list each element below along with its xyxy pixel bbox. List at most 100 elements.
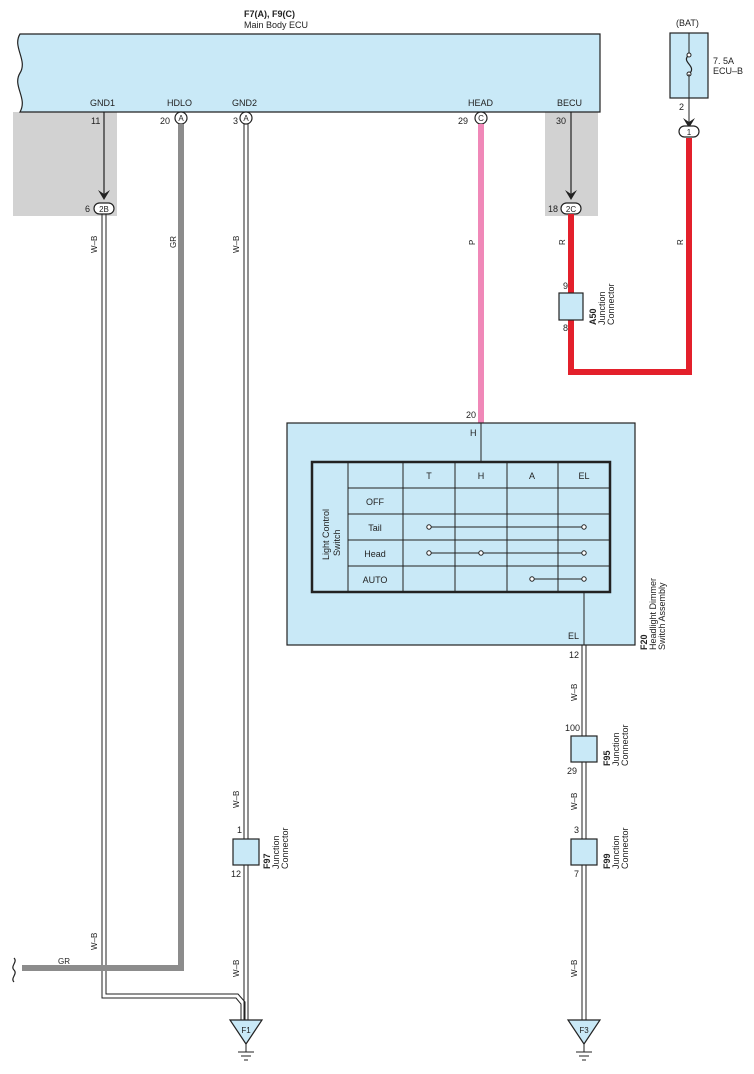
wire-color-wb-4: W–B: [90, 933, 99, 950]
f97-name2: Connector: [280, 827, 290, 869]
conn-head-code: C: [478, 114, 484, 123]
ground-f3-symbol: [566, 1019, 602, 1046]
wire-color-wb-7: W–B: [570, 793, 579, 810]
col-a: A: [529, 471, 535, 481]
a50-code: A50: [588, 308, 598, 325]
f95-name2: Connector: [620, 724, 630, 766]
col-el: EL: [578, 471, 589, 481]
arrow-bat-icon: [683, 118, 695, 128]
f99-connector: [570, 838, 598, 866]
shade-gnd1: [13, 112, 117, 216]
wire-color-wb-3: W–B: [232, 791, 241, 808]
fuse-name: ECU–B: [713, 66, 743, 76]
pin-head-label: HEAD: [468, 98, 494, 108]
ecu-name: Main Body ECU: [244, 20, 308, 30]
f97-name1: Junction: [271, 835, 281, 869]
main-body-ecu-box: [17, 33, 601, 113]
arrow-gnd1-icon: [98, 190, 110, 200]
wire-color-wb-5: W–B: [232, 960, 241, 977]
f20-pin-top: 20: [466, 410, 476, 420]
pin-becu-label: BECU: [557, 98, 582, 108]
conn-2c-pin: 18: [548, 204, 558, 214]
conn-gnd2-circle: [239, 111, 253, 125]
f95-pin-bottom: 29: [567, 766, 577, 776]
wire-color-wb-1: W–B: [90, 236, 99, 253]
bat-conn-code: 1: [687, 128, 692, 137]
pin-becu-number: 30: [556, 116, 566, 126]
f20-pin-top-label: H: [470, 428, 477, 438]
wire-gr: [22, 124, 184, 971]
row-tail: Tail: [368, 523, 382, 533]
ground-f3-label: F3: [579, 1026, 589, 1035]
wire-color-wb-6: W–B: [570, 684, 579, 701]
f20-pin-bottom: 12: [569, 650, 579, 660]
wire-color-wb-2: W–B: [232, 236, 241, 253]
ground-f1-symbol: [228, 1019, 264, 1046]
pin-gnd2-number: 3: [233, 116, 238, 126]
switch-title-2: Switch: [332, 529, 342, 556]
pin-gnd2-label: GND2: [232, 98, 257, 108]
f20-name2: Switch Assembly: [657, 582, 667, 650]
f95-name1: Junction: [611, 732, 621, 766]
pin-hdlo-number: 20: [160, 116, 170, 126]
wire-wb-left-b: [105, 214, 246, 1020]
f99-name1: Junction: [611, 835, 621, 869]
wire-color-wb-8: W–B: [570, 960, 579, 977]
fuse-rating: 7. 5A: [713, 56, 734, 66]
wire-wb-left-a: [101, 214, 242, 1020]
pin-gnd1-number: 11: [91, 116, 100, 126]
a50-pin-bottom: 8: [563, 323, 568, 333]
wire-color-p: P: [468, 240, 477, 245]
dot-auto-el: [581, 576, 587, 582]
row-auto: AUTO: [363, 575, 388, 585]
f95-connector: [570, 735, 598, 763]
wire-red-loop: [568, 138, 692, 375]
pin-gnd1-label: GND1: [90, 98, 115, 108]
fuse-dot-top: [686, 52, 692, 58]
f95-code: F95: [602, 750, 612, 766]
pin-hdlo-label: HDLO: [167, 98, 192, 108]
wire-break-icon: [12, 957, 16, 983]
wire-color-gr-2: GR: [58, 957, 70, 966]
a50-connector: [558, 292, 584, 321]
f99-code: F99: [602, 853, 612, 869]
a50-name2: Connector: [606, 283, 616, 325]
row-head: Head: [364, 549, 386, 559]
dot-auto-a: [529, 576, 535, 582]
dot-head-t: [426, 550, 432, 556]
switch-title-1: Light Control: [321, 509, 331, 560]
conn-2c-code: 2C: [566, 205, 576, 214]
f95-pin-top: 100: [565, 723, 580, 733]
bat-label: (BAT): [676, 18, 699, 28]
bat-pin: 2: [679, 102, 684, 112]
a50-pin-top: 9: [563, 281, 568, 291]
dot-head-el: [581, 550, 587, 556]
f99-pin-bottom: 7: [574, 869, 579, 879]
conn-hdlo-code: A: [178, 114, 184, 123]
row-off: OFF: [366, 497, 384, 507]
dot-head-h: [478, 550, 484, 556]
f99-pin-top: 3: [574, 825, 579, 835]
col-t: T: [426, 471, 432, 481]
dot-tail-t: [426, 524, 432, 530]
wire-color-gr-1: GR: [169, 236, 178, 248]
bat-conn: [678, 125, 700, 138]
f20-pin-bottom-label: EL: [568, 631, 579, 641]
pin-head-number: 29: [458, 116, 468, 126]
col-h: H: [478, 471, 485, 481]
f97-connector: [232, 838, 260, 866]
dot-tail-el: [581, 524, 587, 530]
conn-2b-code: 2B: [99, 205, 109, 214]
conn-gnd2-code: A: [243, 114, 249, 123]
f97-pin-bottom: 12: [231, 869, 241, 879]
f20-name1: Headlight Dimmer: [648, 578, 658, 650]
f97-code: F97: [262, 853, 272, 869]
f99-name2: Connector: [620, 827, 630, 869]
conn-2b: [93, 202, 115, 215]
wire-color-r-2: R: [676, 239, 685, 245]
a50-name1: Junction: [597, 291, 607, 325]
ecu-code: F7(A), F9(C): [244, 9, 295, 19]
f20-code: F20: [639, 634, 649, 650]
wire-color-r-1: R: [558, 239, 567, 245]
